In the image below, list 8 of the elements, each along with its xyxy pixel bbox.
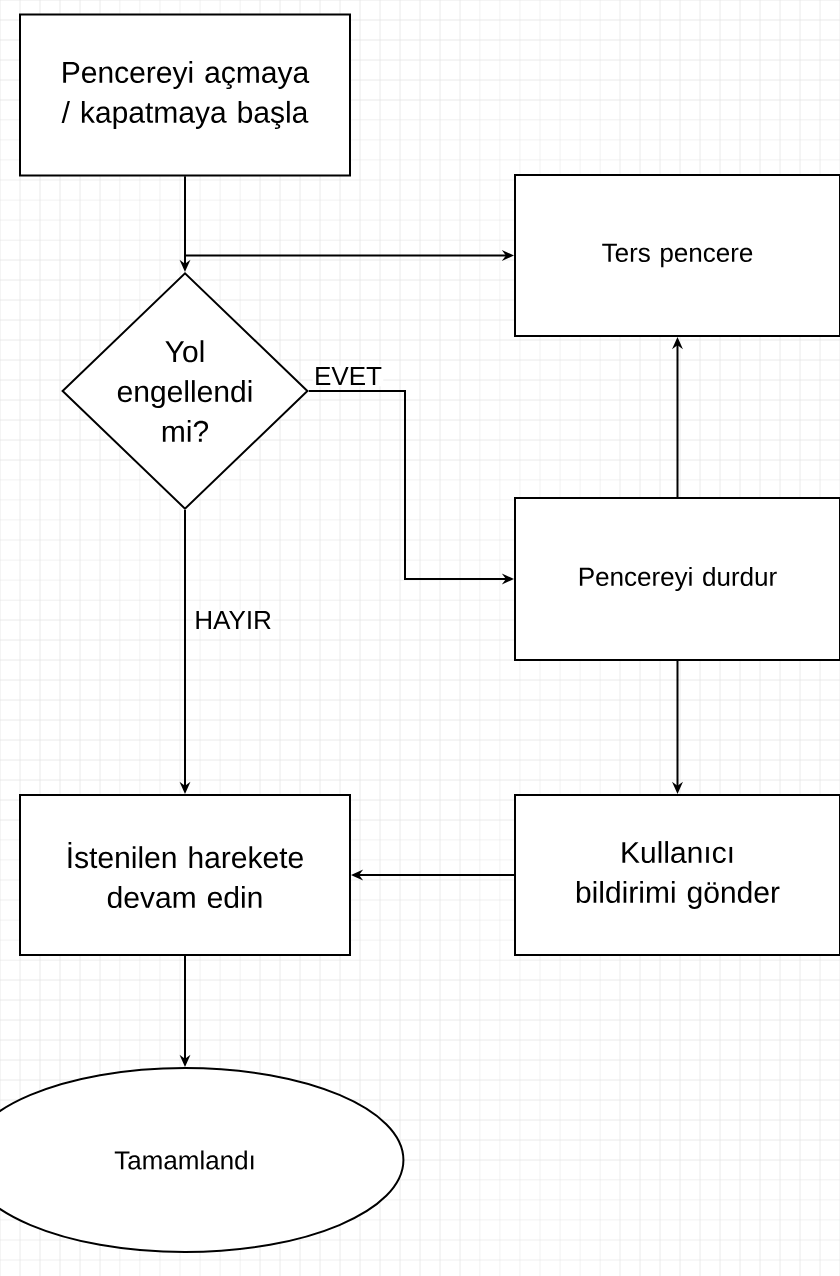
process-box: Ters pencere [514,174,840,337]
process-box: İstenilen harekete devam edin [19,794,351,956]
edge-label: HAYIR [193,609,274,631]
node-label: Tamamlandı [114,1150,254,1170]
process-box: Kullanıcı bildirimi gönder [514,794,840,956]
process-box: Pencereyi durdur [514,497,840,661]
edge-label: EVET [312,365,384,387]
process-box: Pencereyi açmaya / kapatmaya başla [19,13,351,177]
